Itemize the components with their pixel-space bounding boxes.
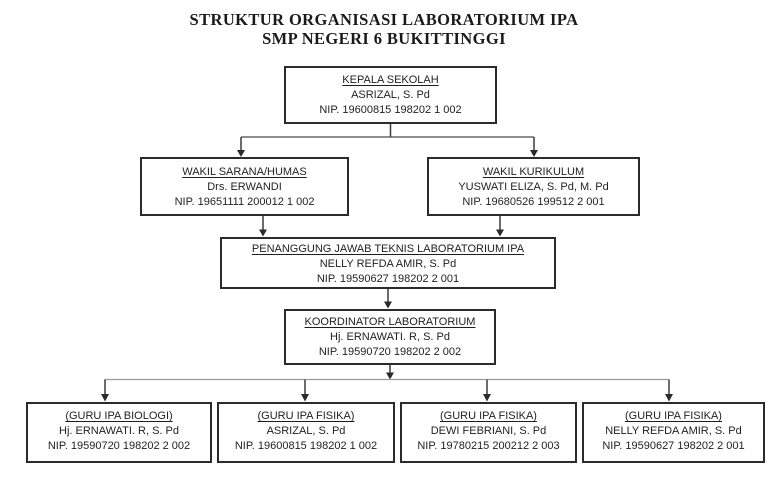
role-title: WAKIL KURIKULUM	[482, 166, 585, 178]
page-title: STRUKTUR ORGANISASI LABORATORIUM IPA SMP…	[0, 10, 768, 48]
page-title-line2: SMP NEGERI 6 BUKITTINGGI	[262, 29, 506, 48]
role-title: (GURU IPA BIOLOGI)	[65, 410, 173, 422]
person-nip: NIP. 19590627 198202 2 001	[602, 440, 745, 452]
role-title: KEPALA SEKOLAH	[342, 74, 439, 86]
person-name: Hj. ERNAWATI. R, S. Pd	[330, 331, 450, 343]
role-title: WAKIL SARANA/HUMAS	[182, 166, 307, 178]
org-node-guru-ipa-biologi: (GURU IPA BIOLOGI) Hj. ERNAWATI. R, S. P…	[26, 402, 212, 463]
person-nip: NIP. 19590627 198202 2 001	[316, 273, 460, 285]
person-nip: NIP. 19600815 198202 1 002	[234, 440, 378, 452]
person-nip: NIP. 19590720 198202 2 002	[47, 440, 191, 452]
person-name: Hj. ERNAWATI. R, S. Pd	[59, 425, 179, 437]
role-title: KOORDINATOR LABORATORIUM	[304, 316, 476, 328]
person-nip: NIP. 19680526 199512 2 001	[462, 196, 605, 208]
org-node-kepala-sekolah: KEPALA SEKOLAH ASRIZAL, S. Pd NIP. 19600…	[284, 66, 497, 124]
org-node-guru-ipa-fisika-2: (GURU IPA FISIKA) DEWI FEBRIANI, S. Pd N…	[400, 402, 577, 463]
person-name: ASRIZAL, S. Pd	[351, 89, 430, 101]
org-node-koordinator-laboratorium: KOORDINATOR LABORATORIUM Hj. ERNAWATI. R…	[284, 309, 496, 365]
person-nip: NIP. 19590720 198202 2 002	[318, 346, 462, 358]
org-node-wakil-sarana-humas: WAKIL SARANA/HUMAS Drs. ERWANDI NIP. 196…	[140, 157, 349, 216]
org-node-penanggung-jawab-teknis: PENANGGUNG JAWAB TEKNIS LABORATORIUM IPA…	[220, 237, 556, 289]
org-node-guru-ipa-fisika-1: (GURU IPA FISIKA) ASRIZAL, S. Pd NIP. 19…	[217, 402, 395, 463]
person-nip: NIP. 19600815 198202 1 002	[319, 104, 462, 116]
page-title-line1: STRUKTUR ORGANISASI LABORATORIUM IPA	[189, 10, 579, 29]
org-node-guru-ipa-fisika-3: (GURU IPA FISIKA) NELLY REFDA AMIR, S. P…	[582, 402, 765, 463]
person-name: Drs. ERWANDI	[207, 181, 282, 193]
person-name: YUSWATI ELIZA, S. Pd, M. Pd	[458, 181, 609, 193]
person-nip: NIP. 19651111 200012 1 002	[174, 196, 315, 208]
person-nip: NIP. 19780215 200212 2 003	[417, 440, 560, 452]
person-name: ASRIZAL, S. Pd	[266, 425, 346, 437]
role-title: (GURU IPA FISIKA)	[257, 410, 355, 422]
person-name: NELLY REFDA AMIR, S. Pd	[605, 425, 742, 437]
role-title: PENANGGUNG JAWAB TEKNIS LABORATORIUM IPA	[251, 243, 525, 255]
person-name: DEWI FEBRIANI, S. Pd	[430, 425, 547, 437]
role-title: (GURU IPA FISIKA)	[440, 410, 537, 422]
role-title: (GURU IPA FISIKA)	[625, 410, 722, 422]
org-node-wakil-kurikulum: WAKIL KURIKULUM YUSWATI ELIZA, S. Pd, M.…	[427, 157, 640, 216]
person-name: NELLY REFDA AMIR, S. Pd	[319, 258, 457, 270]
